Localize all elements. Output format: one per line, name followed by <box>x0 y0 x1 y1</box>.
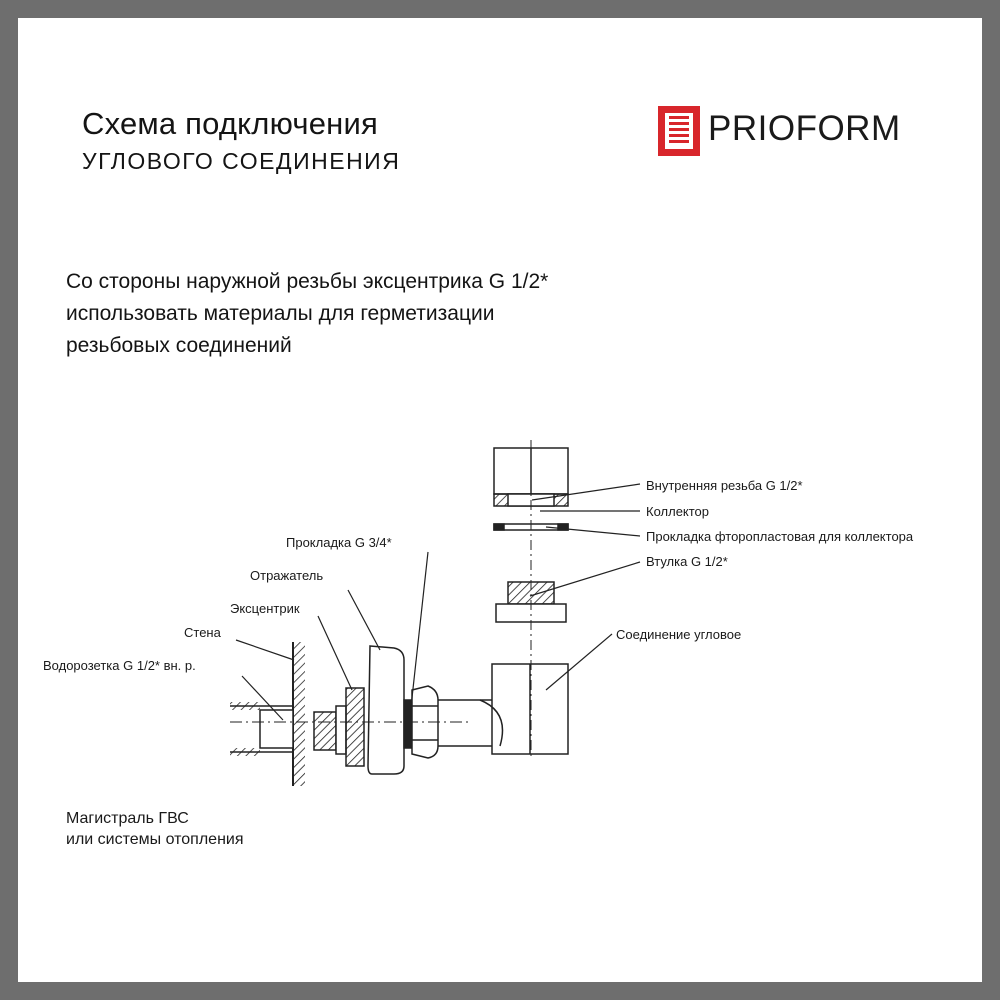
label-reflector: Отражатель <box>250 568 324 583</box>
label-eccentric: Эксцентрик <box>230 601 300 616</box>
label-collector: Коллектор <box>646 504 710 519</box>
page-subtitle: УГЛОВОГО СОЕДИНЕНИЯ <box>82 148 401 174</box>
leader-lines <box>235 483 641 721</box>
note-line-2: использовать материалы для герметизации <box>66 302 495 325</box>
label-inner-thread: Внутренняя резьба G 1/2* <box>646 478 803 493</box>
label-water-socket: Водорозетка G 1/2* вн. р. <box>43 658 196 673</box>
label-angle-joint: Соединение угловое <box>616 627 742 642</box>
brand-name: PRIOFORM <box>708 109 901 148</box>
eccentric-part <box>313 687 365 767</box>
reflector-part <box>367 645 405 775</box>
footer-line-2: или системы отопления <box>66 831 244 848</box>
note-line-3: резьбовых соединений <box>66 334 292 357</box>
wall-part <box>292 642 305 786</box>
collector-part <box>493 447 569 507</box>
page-title: Схема подключения <box>82 106 378 141</box>
towel-rail-icon <box>658 106 700 156</box>
gasket-34-part <box>403 699 412 749</box>
label-ptfe-gasket: Прокладка фторопластовая для коллектора <box>646 529 914 544</box>
logo <box>658 106 930 158</box>
connecting-pipe-part <box>438 699 504 747</box>
water-socket-part <box>230 702 294 756</box>
label-gasket-34: Прокладка G 3/4* <box>286 535 392 550</box>
footer-line-1: Магистраль ГВС <box>66 810 189 827</box>
note-line-1: Со стороны наружной резьбы эксцентрика G… <box>66 270 549 293</box>
label-sleeve: Втулка G 1/2* <box>646 554 728 569</box>
label-wall: Стена <box>184 625 221 640</box>
angle-joint-part <box>491 663 569 755</box>
